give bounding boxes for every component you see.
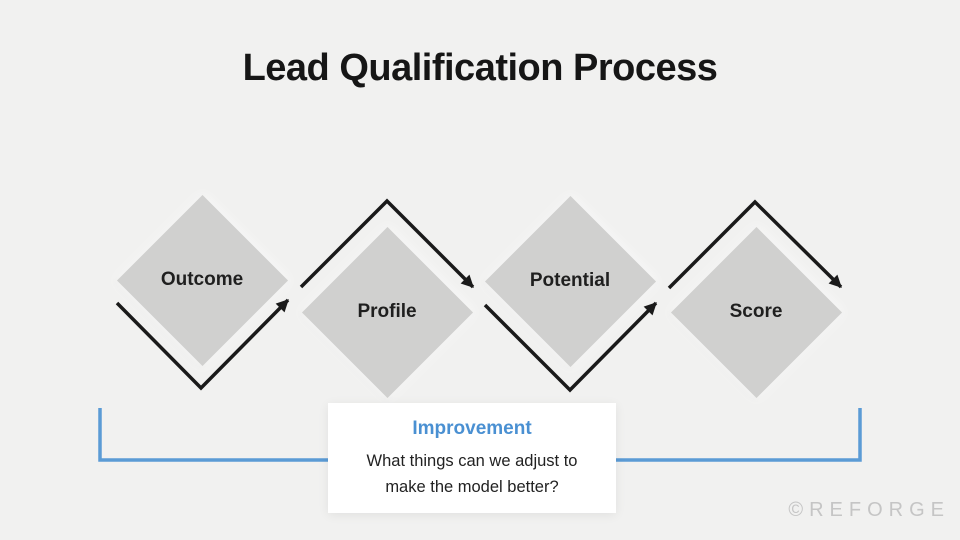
arrow-profile-to-potential [299,198,475,289]
improvement-callout: Improvement What things can we adjust to… [328,403,616,513]
diamond-label: Potential [529,270,611,291]
diamond-label: Profile [357,301,417,322]
callout-title: Improvement [412,418,532,439]
diamond-label: Outcome [160,269,244,290]
page-title: Lead Qualification Process [242,47,718,90]
callout-text-line-1: What things can we adjust to [366,452,578,470]
arrow-score-out [667,199,843,290]
arrow-outcome-to-profile [115,298,290,391]
callout-text-line-2: make the model better? [385,478,559,496]
arrow-potential-to-score [483,301,658,393]
diamond-label: Score [729,301,783,322]
reforge-watermark: ©REFORGE [788,499,950,521]
